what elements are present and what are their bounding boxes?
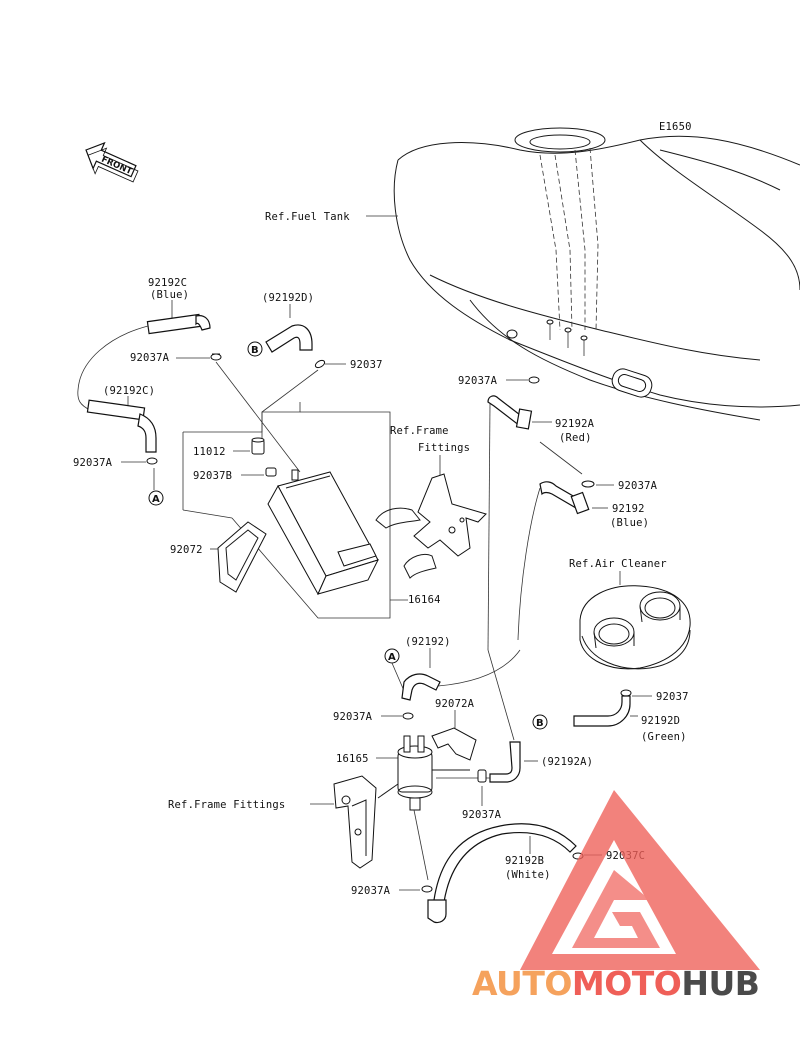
label-92037b: 92037B xyxy=(193,470,232,482)
lower-frame-bracket xyxy=(333,775,377,869)
label-92192-blue-num: 92192 xyxy=(612,503,645,515)
canister-bracket-lines xyxy=(182,402,408,619)
logo-triangle-icon xyxy=(520,790,760,970)
label-16165: 16165 xyxy=(336,753,369,765)
label-92192a-red-num: 92192A xyxy=(555,418,595,430)
label-92072: 92072 xyxy=(170,544,203,556)
clamp-92037a-6 xyxy=(477,769,487,783)
label-92037-1: 92037 xyxy=(350,359,383,371)
callout-b-bottom-letter: B xyxy=(536,718,544,729)
clamp-92037a-5 xyxy=(402,712,414,720)
frame-fittings-bracket xyxy=(375,473,487,579)
label-92037a-1: 92037A xyxy=(130,352,170,364)
canister-16164 xyxy=(267,469,379,596)
watermark-automotohub: AUTOMOTOHUB xyxy=(472,964,759,1003)
diagram-code: E1650 xyxy=(659,121,692,133)
watermark-part-auto: AUTO xyxy=(472,964,572,1003)
hose-92192b-white xyxy=(427,823,577,924)
callout-a-left xyxy=(148,490,164,506)
bracket-92072a xyxy=(431,727,477,761)
callout-b-top xyxy=(247,341,263,357)
label-ref-frame-fittings-1a: Ref.Frame xyxy=(390,425,449,437)
label-92192d-green-num: 92192D xyxy=(641,715,680,727)
hose-92192a-red xyxy=(487,395,533,430)
hose-92192-center xyxy=(401,673,441,701)
callout-b-top-letter: B xyxy=(251,345,259,356)
label-92192-paren: (92192) xyxy=(405,636,451,648)
hose-92192c-blue xyxy=(146,313,211,335)
label-92192c-blue-color: (Blue) xyxy=(150,289,189,301)
label-11012: 11012 xyxy=(193,446,226,458)
hose-92192-blue xyxy=(539,481,590,515)
bracket-92072 xyxy=(217,521,267,593)
label-ref-air-cleaner: Ref.Air Cleaner xyxy=(569,558,667,570)
clamp-92037-1 xyxy=(314,359,326,369)
label-92192c-paren: (92192C) xyxy=(103,385,155,397)
label-ref-fuel-tank: Ref.Fuel Tank xyxy=(265,211,350,223)
fuel-tank-drawing xyxy=(393,127,800,421)
clamp-92037a-1 xyxy=(210,353,222,361)
front-arrow-icon: FRONT xyxy=(85,141,139,183)
callout-a-center-letter: A xyxy=(388,652,396,663)
label-ref-frame-fittings-1b: Fittings xyxy=(418,442,470,454)
hose-92192d-green xyxy=(573,695,631,727)
clamp-92037a-2 xyxy=(146,457,158,465)
label-92037a-7: 92037A xyxy=(351,885,391,897)
label-92037a-4: 92037A xyxy=(618,480,658,492)
label-92037a-2: 92037A xyxy=(73,457,113,469)
automotohub-logo xyxy=(520,790,760,970)
label-92072a: 92072A xyxy=(435,698,475,710)
label-92192a-paren: (92192A) xyxy=(541,756,593,768)
watermark-part-hub: HUB xyxy=(681,964,759,1003)
callout-b-bottom xyxy=(532,714,548,730)
label-92192b-white-color: (White) xyxy=(505,869,551,881)
hose-92192d-top xyxy=(265,324,313,353)
clamp-92037-2 xyxy=(620,689,632,697)
valve-16165 xyxy=(377,735,470,811)
label-ref-frame-fittings-2: Ref.Frame Fittings xyxy=(168,799,285,811)
label-92037a-5: 92037A xyxy=(333,711,373,723)
label-92037-2: 92037 xyxy=(656,691,689,703)
label-92037a-6: 92037A xyxy=(462,809,502,821)
air-cleaner-drawing xyxy=(579,585,691,670)
hose-92192c-lower xyxy=(86,399,157,453)
clamp-92037a-4 xyxy=(581,480,595,488)
label-92192a-red-color: (Red) xyxy=(559,432,592,444)
clamp-92037b xyxy=(265,467,277,477)
label-16164: 16164 xyxy=(408,594,441,606)
label-92192d-green-color: (Green) xyxy=(641,731,687,743)
callout-a-left-letter: A xyxy=(152,494,160,505)
clamp-92037a-3 xyxy=(528,376,540,384)
label-92192d-top: (92192D) xyxy=(262,292,314,304)
label-92037a-3: 92037A xyxy=(458,375,498,387)
label-92192b-white-num: 92192B xyxy=(505,855,544,867)
watermark-part-moto: MOTO xyxy=(572,964,681,1003)
label-92192-blue-color: (Blue) xyxy=(610,517,649,529)
clamp-92037a-7 xyxy=(421,885,433,893)
hose-92192a-lower xyxy=(489,741,521,783)
label-92192c-blue-num: 92192C xyxy=(148,277,187,289)
